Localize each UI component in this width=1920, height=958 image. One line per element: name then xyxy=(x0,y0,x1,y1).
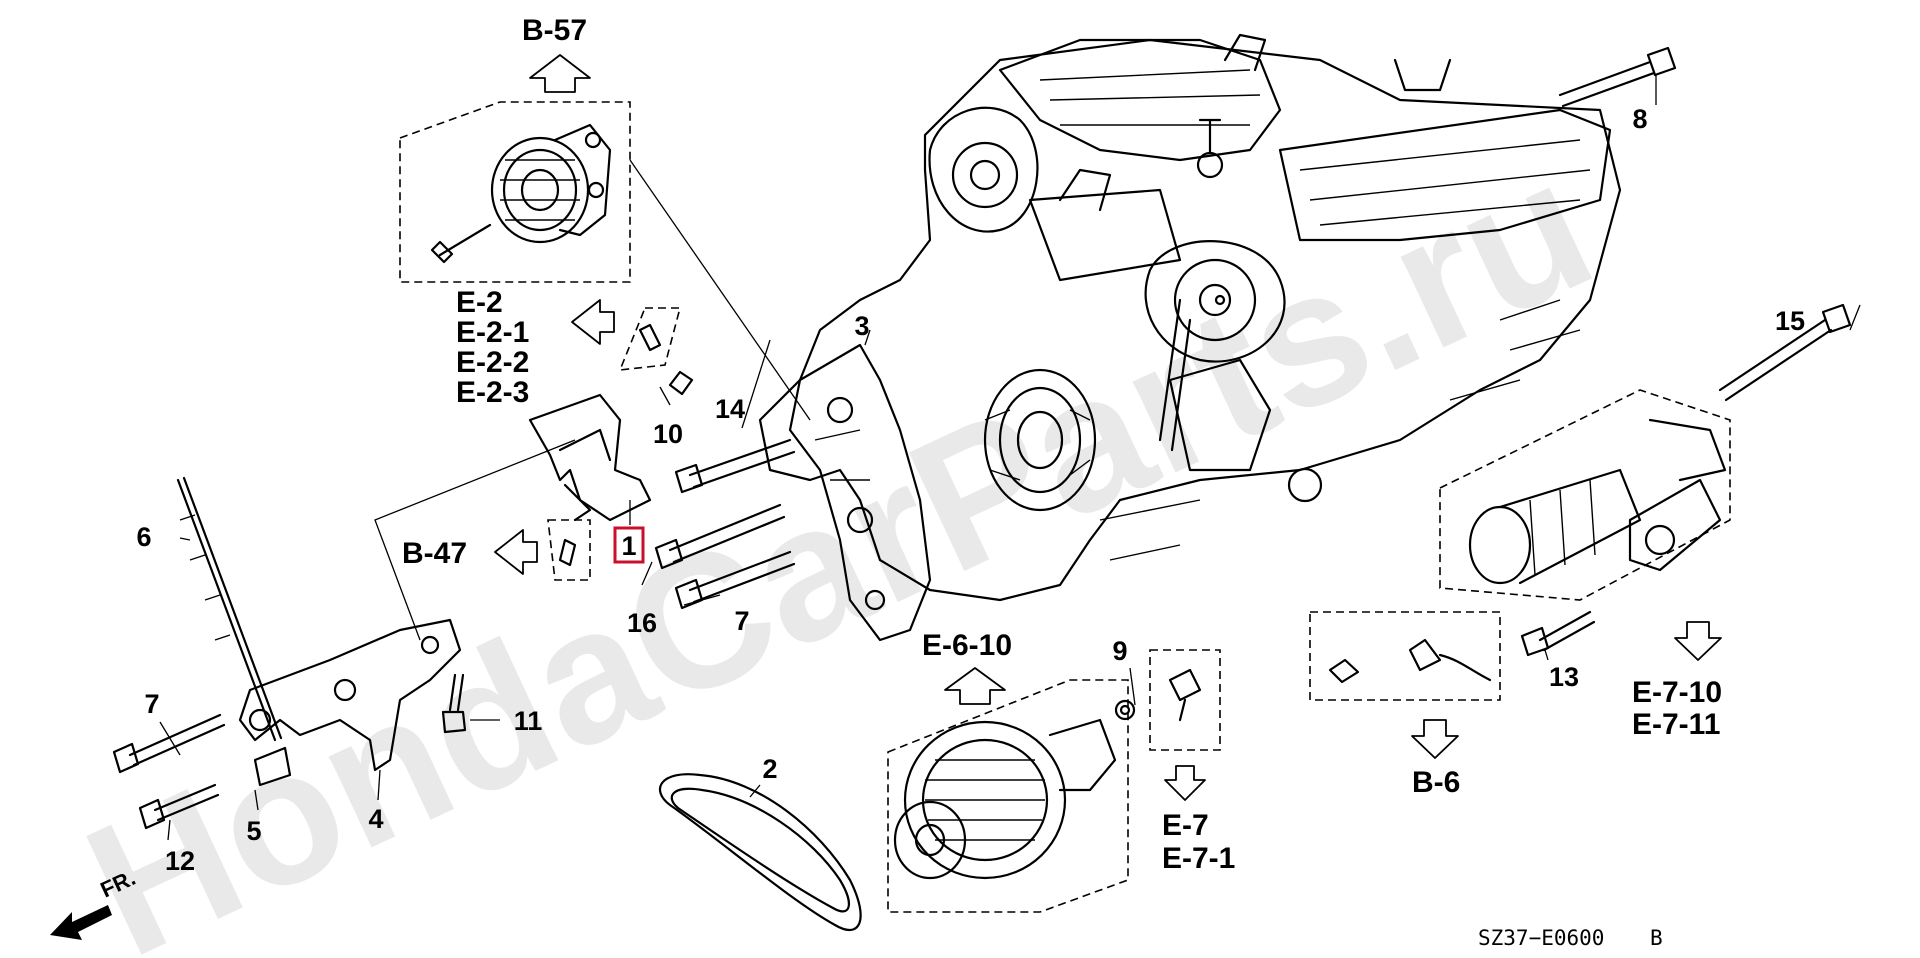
starter-dashed-box xyxy=(1439,389,1731,601)
ref-b57-link[interactable]: B-57 xyxy=(522,14,587,47)
callout-5-link[interactable]: 5 xyxy=(246,816,261,846)
tensioner-dashed-box xyxy=(399,101,631,283)
tensioner-leader-line xyxy=(629,159,811,421)
starter-motor-drawing xyxy=(1439,389,1731,601)
ref-e7-link[interactable]: E-7 xyxy=(1162,809,1209,842)
ref-e7-1-link[interactable]: E-7-1 xyxy=(1162,842,1235,875)
part-1-bracket-drawing xyxy=(374,307,682,641)
reference-labels: B-57 E-2 E-2-1 E-2-2 E-2-3 B-47 E-6-10 E… xyxy=(402,14,1722,875)
callout-7-center-link[interactable]: 7 xyxy=(734,606,749,636)
arrow-left-e2 xyxy=(571,299,615,345)
callout-1-link[interactable]: 1 xyxy=(621,531,636,561)
direction-arrows xyxy=(50,54,1722,940)
arrow-down-e710 xyxy=(1674,621,1722,661)
callout-3-link[interactable]: 3 xyxy=(854,311,869,341)
ref-e2-1-link[interactable]: E-2-1 xyxy=(456,316,529,349)
alternator-dashed-box xyxy=(887,679,1129,913)
drive-belt-drawing xyxy=(659,773,862,932)
callout-13-link[interactable]: 13 xyxy=(1549,662,1579,692)
callout-9-link[interactable]: 9 xyxy=(1112,636,1127,666)
callout-12-link[interactable]: 12 xyxy=(165,846,195,876)
arrow-down-e7 xyxy=(1164,765,1206,801)
ref-b6-link[interactable]: B-6 xyxy=(1412,766,1460,799)
ref-b47-link[interactable]: B-47 xyxy=(402,537,467,570)
arrow-down-b6 xyxy=(1411,719,1459,759)
part-1-highlight-box xyxy=(613,526,645,564)
arrow-up-b57 xyxy=(529,54,591,93)
callout-14-link[interactable]: 14 xyxy=(715,394,745,424)
connector-dashed-box xyxy=(1149,649,1221,751)
callout-10-link[interactable]: 10 xyxy=(653,419,683,449)
ref-e7-11-link[interactable]: E-7-11 xyxy=(1632,708,1720,741)
front-direction-arrow-icon xyxy=(50,905,112,940)
callout-16-link[interactable]: 16 xyxy=(627,608,657,638)
callout-7-left-link[interactable]: 7 xyxy=(144,689,159,719)
part-1-inset-box-lower xyxy=(547,519,591,581)
auto-tensioner-group xyxy=(399,101,811,421)
bolts-drawing xyxy=(112,46,1852,830)
callout-2-link[interactable]: 2 xyxy=(762,754,777,784)
engine-block-drawing xyxy=(758,33,1622,602)
alternator-drawing xyxy=(887,679,1129,913)
part-4-bracket-drawing xyxy=(238,618,462,787)
ref-e2-2-link[interactable]: E-2-2 xyxy=(456,346,529,379)
callout-6-link[interactable]: 6 xyxy=(136,522,151,552)
callout-4-link[interactable]: 4 xyxy=(368,804,383,834)
diagram-code: SZ37−E0600 xyxy=(1478,926,1604,950)
connector-parts-drawing xyxy=(1114,611,1501,751)
callout-15-link[interactable]: 15 xyxy=(1775,306,1805,336)
ref-e2-3-link[interactable]: E-2-3 xyxy=(456,376,529,409)
alternator-bracket-drawing xyxy=(788,343,932,642)
part-callouts: 1 2 3 4 5 6 7 7 8 9 10 11 12 13 14 15 16 xyxy=(136,104,1805,876)
arrow-up-e610 xyxy=(944,667,1006,705)
callout-8-link[interactable]: 8 xyxy=(1632,104,1647,134)
callout-leaders xyxy=(159,75,1861,841)
ref-e6-10-link[interactable]: E-6-10 xyxy=(922,629,1012,662)
ref-e2-link[interactable]: E-2 xyxy=(456,286,503,319)
diagram-revision: B xyxy=(1650,926,1663,950)
callout-11-link[interactable]: 11 xyxy=(514,706,543,736)
ground-cable-dashed-box xyxy=(1309,611,1501,701)
arrow-left-b47 xyxy=(494,529,538,575)
part-1-inset-box-upper xyxy=(618,307,682,371)
ref-e7-10-link[interactable]: E-7-10 xyxy=(1632,676,1722,709)
